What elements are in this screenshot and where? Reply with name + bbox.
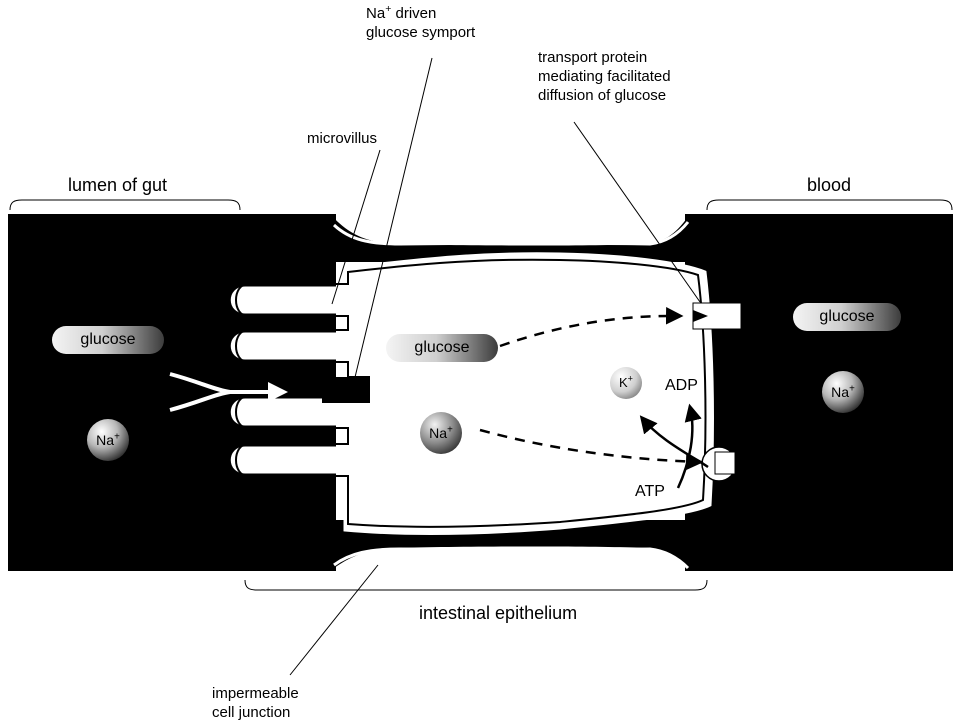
transport-protein-label: transport protein mediating facilitated … [538, 48, 671, 105]
symport-label: Na+ driven glucose symport [366, 4, 475, 42]
transport-protein-line2: mediating facilitated [538, 67, 671, 86]
glucose-lumen: glucose [52, 326, 164, 354]
transport-protein-line1: transport protein [538, 48, 671, 67]
adp-text: ADP [665, 377, 698, 394]
na-lumen-charge: + [114, 431, 120, 442]
symport-label-line2: glucose symport [366, 23, 475, 42]
na-blood-label: Na [831, 384, 849, 400]
lumen-bracket [10, 200, 240, 210]
junction-line1: impermeable [212, 684, 299, 703]
glucose-cell-label: glucose [414, 339, 469, 356]
microvillus-text: microvillus [307, 130, 377, 147]
symport-driven-text: driven [391, 5, 436, 22]
epithelium-text: intestinal epithelium [419, 603, 577, 623]
junction-leader [290, 565, 378, 675]
glucose-blood-label: glucose [819, 308, 874, 325]
atp-text: ATP [635, 483, 665, 500]
k-label: K [619, 375, 628, 390]
atp-label: ATP [635, 482, 665, 501]
junction-line2: cell junction [212, 703, 299, 722]
na-cell-label: Na [429, 425, 447, 441]
na-ion-cell: Na+ [420, 422, 462, 444]
na-lumen-label: Na [96, 432, 114, 448]
glucose-lumen-label: glucose [80, 331, 135, 348]
na-ion-lumen: Na+ [87, 429, 129, 451]
k-ion: K+ [610, 373, 642, 393]
k-charge: + [628, 374, 633, 384]
symport-protein [322, 377, 370, 403]
epithelium-label: intestinal epithelium [419, 602, 577, 624]
blood-label: blood [807, 174, 851, 196]
lumen-text: lumen of gut [68, 175, 167, 195]
blood-bracket [707, 200, 952, 210]
blood-region [685, 214, 953, 571]
glucose-cell: glucose [386, 334, 498, 362]
adp-label: ADP [665, 376, 698, 395]
symport-na-text: Na [366, 5, 385, 22]
glucose-transporter [693, 303, 741, 329]
blood-text: blood [807, 175, 851, 195]
epithelium-bracket [245, 580, 707, 590]
lumen-label: lumen of gut [68, 174, 167, 196]
na-k-pump [702, 447, 736, 481]
transport-protein-line3: diffusion of glucose [538, 86, 671, 105]
na-cell-charge: + [447, 424, 453, 435]
junction-label: impermeable cell junction [212, 684, 299, 722]
symport-label-line1: Na+ driven [366, 4, 475, 23]
glucose-blood: glucose [793, 303, 901, 331]
junction-membrane-top [334, 222, 688, 244]
microvillus-label: microvillus [307, 129, 377, 148]
na-blood-charge: + [849, 383, 855, 394]
na-ion-blood: Na+ [822, 381, 864, 403]
junction-membrane-bottom [334, 549, 688, 568]
